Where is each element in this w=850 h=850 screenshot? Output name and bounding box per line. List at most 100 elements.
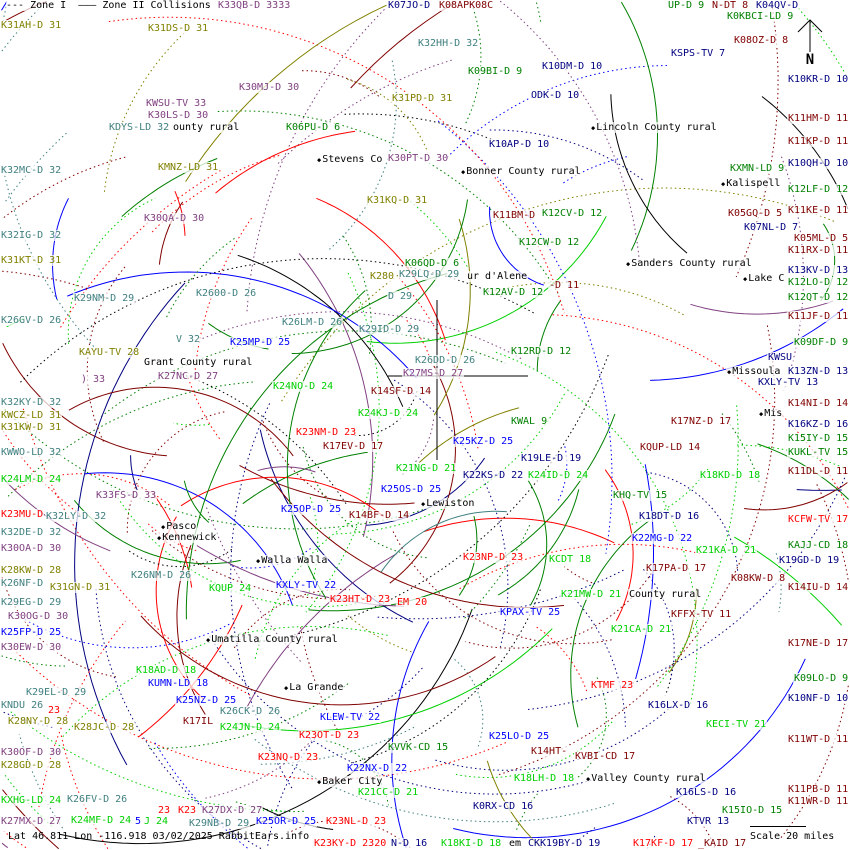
coverage-contour — [465, 3, 482, 124]
station-label: K11WR-D 11 — [787, 796, 850, 807]
station-label: K32DE-D 32 — [0, 527, 63, 538]
station-label: K08APK08C — [438, 0, 495, 11]
station-label: K31DS-D 31 — [147, 23, 210, 34]
coverage-contour — [67, 197, 156, 344]
station-label: K17IL — [182, 716, 215, 727]
station-label: K32IG-D 32 — [0, 230, 63, 241]
coverage-contour — [58, 608, 473, 845]
station-label: K23KY-D 2320 — [313, 838, 388, 849]
station-label: K10NF-D 10 — [787, 693, 850, 704]
place-label: Umatilla County rural — [205, 634, 339, 645]
coverage-contour — [628, 468, 709, 526]
coverage-contour — [389, 365, 456, 584]
station-label: K24NO-D 24 — [272, 381, 335, 392]
station-label: K17NE-D 17 — [787, 638, 850, 649]
station-label: K18KD-D 18 — [699, 470, 762, 481]
station-label: KFFX-TV 11 — [670, 609, 733, 620]
coverage-contour — [350, 2, 455, 89]
place-label: Walla Walla — [255, 555, 329, 566]
north-arrow-icon: N — [797, 19, 823, 66]
place-label: Grant County rural — [143, 357, 254, 368]
station-label: K12AV-D 12 — [482, 287, 545, 298]
coverage-contour — [38, 620, 126, 808]
station-label: K13ZN-D 13 — [787, 366, 850, 377]
station-label: K27DX-D 27 — [201, 805, 264, 816]
coverage-contour — [254, 508, 373, 659]
place-label: Stevens Co — [316, 154, 384, 165]
lon-label: Lon — [74, 831, 93, 842]
coverage-contour — [525, 477, 846, 711]
station-label: K23OT-D 23 — [298, 730, 361, 741]
coverage-contour — [576, 677, 607, 779]
coverage-contour — [298, 253, 374, 537]
station-label: K30MJ-D 30 — [238, 82, 301, 93]
station-label: KWSU-TV 33 — [145, 98, 208, 109]
coverage-contour — [1, 429, 81, 515]
coverage-contour — [433, 218, 471, 416]
coverage-contour — [126, 410, 228, 533]
coverage-contour — [60, 170, 221, 328]
coverage-contour — [796, 489, 842, 491]
station-label: K23NP-D 23 — [462, 552, 525, 563]
station-label: KHQ-TV 15 — [612, 490, 669, 501]
station-label: K29NB-D 29 — [188, 818, 251, 829]
coverage-contour — [347, 614, 412, 653]
station-label: K25OS-D 25 — [380, 484, 443, 495]
station-label: K18AD-D 18 — [135, 665, 198, 676]
station-label: KWCZ-LD 31 — [0, 410, 63, 421]
station-label: K17PA-D 17 — [645, 563, 708, 574]
station-label: K33QB-D 3333 — [217, 0, 292, 11]
map-legend: --- Zone I ——— Zone II Collisions — [6, 0, 211, 11]
station-label: K29NM-D 29 — [73, 293, 136, 304]
station-label: K26GV-D 26 — [0, 315, 63, 326]
coverage-contour — [159, 201, 184, 265]
coverage-contour — [68, 386, 294, 457]
coverage-contour — [246, 7, 387, 312]
coverage-contour — [494, 282, 686, 317]
coverage-contour — [347, 78, 429, 153]
legend-zone2: ——— Zone II — [78, 0, 145, 11]
station-label: KPAX-TV 25 — [499, 607, 562, 618]
station-label: K05ML-D 5 — [793, 233, 850, 244]
place-label: Baker City — [316, 776, 384, 787]
station-label: K24JN-D 24 — [219, 722, 282, 733]
coverage-contour — [498, 325, 776, 776]
coverage-contour — [334, 393, 565, 535]
station-label: -D 11 — [548, 280, 581, 291]
coverage-contour — [668, 588, 697, 673]
station-label: K26CK-D 26 — [219, 706, 282, 717]
coverage-contour — [459, 543, 703, 590]
coverage-contour — [497, 489, 580, 596]
station-label: CKK19BY-D 19 — [527, 838, 602, 849]
station-label: K12LO-D 12 — [787, 277, 850, 288]
station-label: K25OR-D 25 — [255, 816, 318, 827]
coverage-contour — [779, 685, 849, 840]
station-label: K04QV-D — [755, 0, 800, 11]
station-label: K26LM-D 26 — [281, 317, 344, 328]
station-label: K31KW-D 31 — [0, 422, 63, 433]
station-label: KQUP-LD 14 — [639, 442, 702, 453]
station-label: K24MF-D 24 — [70, 815, 133, 826]
station-label: K06QD-D 6 — [404, 258, 461, 269]
station-label: KWWO-LD 32 — [0, 447, 63, 458]
station-label: KQUP 24 — [208, 583, 253, 594]
coverage-contour — [489, 206, 544, 286]
station-label: K30PT-D 30 — [387, 153, 450, 164]
coverage-contour — [453, 658, 806, 839]
place-label: Lincoln County rural — [590, 122, 718, 133]
station-label: K14IU-D 14 — [787, 582, 850, 593]
station-label: V 32 — [175, 334, 202, 345]
coverage-contour — [173, 370, 348, 505]
station-label: KCDT 18 — [548, 554, 593, 565]
station-label: K11DL-D 11 — [787, 466, 850, 477]
station-label: K23 — [177, 805, 198, 816]
place-label: Kennewick — [156, 532, 218, 543]
station-label: K30LS-D 30 — [147, 110, 210, 121]
station-label: K14NI-D 14 — [787, 398, 850, 409]
station-label: K10DM-D 10 — [541, 61, 604, 72]
coverage-contour — [610, 94, 688, 254]
station-label: K15IO-D 15 — [721, 805, 784, 816]
coverage-contour — [3, 831, 27, 849]
station-label: N-DT 8 — [711, 0, 750, 11]
